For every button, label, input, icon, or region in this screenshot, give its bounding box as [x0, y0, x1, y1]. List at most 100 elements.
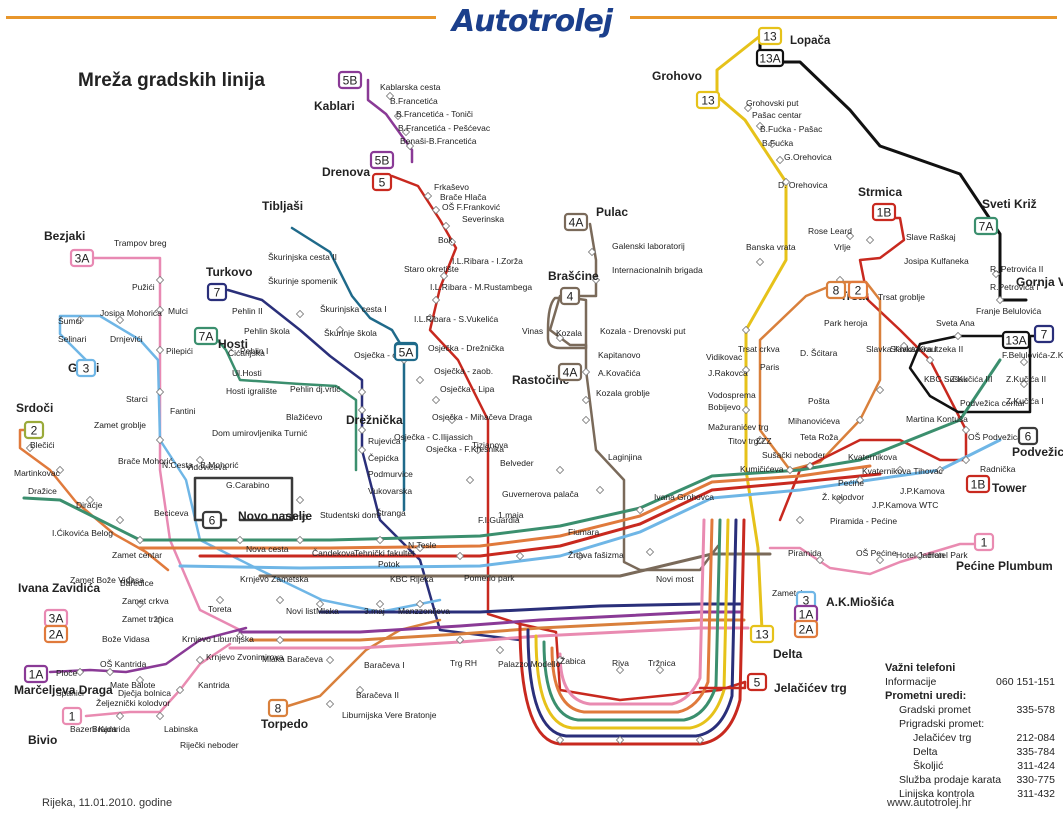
line-badge-box	[201, 510, 223, 530]
line-badge-box	[369, 150, 395, 170]
line-badge-13a[interactable]: 13A	[755, 48, 785, 68]
line-badge-5[interactable]: 5	[746, 672, 768, 692]
line-badge-8[interactable]: 8	[267, 698, 289, 718]
stop-label-starci: Starci	[126, 394, 148, 404]
line-badge-7a[interactable]: 7A	[193, 326, 219, 346]
line-badge-5[interactable]: 5	[371, 172, 393, 192]
stop-marker	[845, 231, 855, 241]
stop-marker	[755, 435, 765, 445]
stop-label-kozala-drenovski-put: Kozala - Drenovski put	[600, 326, 686, 336]
line-badge-7[interactable]: 7	[206, 282, 228, 302]
stop-label-mazuranicev-trg: Mažuranićev trg	[708, 422, 769, 432]
line-badge-1a[interactable]: 1A	[23, 664, 49, 684]
stop-marker	[899, 341, 909, 351]
stop-label-baredice: Baredice	[120, 578, 154, 588]
stop-label-paris: Paris	[760, 362, 779, 372]
line-badge-4[interactable]: 4	[559, 286, 581, 306]
line-badge-box	[825, 280, 847, 300]
stop-marker	[655, 665, 665, 675]
line-badge-box	[193, 326, 219, 346]
line-badge-number: 13	[701, 94, 715, 108]
stop-label-os-f-frankovic: OŠ F.Franković	[442, 202, 501, 212]
line-badge-6[interactable]: 6	[201, 510, 223, 530]
stop-marker	[591, 275, 601, 285]
line-badge-number: 13A	[759, 52, 780, 66]
line-badge-box	[695, 90, 721, 110]
stop-label-os-podvezica: OŠ Podvežica	[968, 432, 1022, 442]
line-badge-5b[interactable]: 5B	[369, 150, 395, 170]
stop-label-zamet-groblje: Zamet groblje	[94, 420, 146, 430]
line-badge-13a[interactable]: 13A	[1001, 330, 1031, 350]
line-badge-number: 1	[981, 536, 988, 550]
route-line-6-box	[193, 476, 294, 522]
stop-label-brace-hlaca: Brače Hlača	[440, 192, 487, 202]
line-badge-7[interactable]: 7	[1033, 324, 1055, 344]
stop-marker	[961, 455, 971, 465]
line-badge-4a[interactable]: 4A	[557, 362, 583, 382]
stop-label-susacki-neboder: Sušački neboder	[762, 450, 825, 460]
line-badge-2[interactable]: 2	[847, 280, 869, 300]
line-badge-box	[563, 212, 589, 232]
line-badge-13[interactable]: 13	[749, 624, 775, 644]
line-badge-3[interactable]: 3	[75, 358, 97, 378]
line-badge-2a[interactable]: 2A	[43, 624, 69, 644]
line-badge-3a[interactable]: 3A	[43, 608, 69, 628]
stop-label-dom-umirovljenika-turnic: Dom umirovljenika Turnić	[212, 428, 308, 438]
stop-label-z-kucica-ii: Z.Kučića II	[1006, 374, 1046, 384]
stop-marker	[325, 655, 335, 665]
stop-marker	[635, 505, 645, 515]
route-line-1b	[858, 216, 968, 464]
stop-label-severinska: Severinska	[462, 214, 504, 224]
line-badge-13[interactable]: 13	[695, 90, 721, 110]
line-badge-6[interactable]: 6	[1017, 426, 1039, 446]
stop-marker	[767, 139, 777, 149]
stop-label-drnjevici: Drnjevići	[110, 334, 143, 344]
route-line-tower	[778, 438, 968, 522]
stop-label-vodosprema: Vodosprema	[708, 390, 756, 400]
stop-label-frkasevo: Frkaševo	[434, 182, 469, 192]
route-line-bundle-c	[198, 472, 882, 558]
stop-marker	[447, 415, 457, 425]
line-badges: 1313A135B5B54A44A1B827A5A77A3A3265A13A76…	[23, 26, 1055, 726]
line-badge-3a[interactable]: 3A	[69, 248, 95, 268]
stop-labels: LopačaGrohovoKablariDrenovaPulacStrmicaS…	[14, 35, 1063, 750]
stop-label-f-belulovica-z-kucica: F.Belulovića-Z.Kučića	[1002, 350, 1063, 360]
stop-label-palazzo-modello: Palazzo Modello	[498, 659, 561, 669]
line-badge-2a[interactable]: 2A	[793, 619, 819, 639]
stop-marker	[425, 313, 435, 323]
suburban-title: Prigradski promet:	[899, 718, 985, 730]
line-badge-box	[23, 664, 49, 684]
stop-label-candekova: Čandekova	[312, 548, 355, 558]
stop-marker	[423, 191, 433, 201]
line-badge-1b[interactable]: 1B	[965, 474, 991, 494]
line-badge-1a[interactable]: 1A	[793, 604, 819, 624]
stop-label-beciceva: Beciceva	[154, 508, 189, 518]
line-badge-number: 8	[833, 284, 840, 298]
terminal-label-kablari: Kablari	[314, 99, 355, 113]
line-badge-1[interactable]: 1	[973, 532, 995, 552]
line-badge-13[interactable]: 13	[757, 26, 783, 46]
line-badge-4a[interactable]: 4A	[563, 212, 589, 232]
stop-marker	[1019, 357, 1029, 367]
stop-marker	[415, 599, 425, 609]
stop-marker	[135, 599, 145, 609]
stop-marker	[455, 551, 465, 561]
line-badge-2[interactable]: 2	[23, 420, 45, 440]
stop-marker	[135, 675, 145, 685]
line-badge-8[interactable]: 8	[825, 280, 847, 300]
line-badge-7a[interactable]: 7A	[973, 216, 999, 236]
stop-marker	[615, 665, 625, 675]
line-badge-1[interactable]: 1	[61, 706, 83, 726]
line-badge-5b[interactable]: 5B	[337, 70, 363, 90]
stop-label-skurinjska-cesta-i: Škurinjska cesta I	[320, 304, 387, 314]
stop-label-vinas: Vinas	[522, 326, 543, 336]
footer-url[interactable]: www.autotrolej.hr	[887, 797, 972, 809]
line-badge-5a[interactable]: 5A	[393, 342, 419, 362]
stop-marker	[125, 575, 135, 585]
stop-marker	[953, 331, 963, 341]
line-badge-box	[847, 280, 869, 300]
stop-label-trampov-breg: Trampov breg	[114, 238, 167, 248]
stop-label-vrlje: Vrlje	[834, 242, 851, 252]
stop-label-fantini: Fantini	[170, 406, 196, 416]
line-badge-1b[interactable]: 1B	[871, 202, 897, 222]
